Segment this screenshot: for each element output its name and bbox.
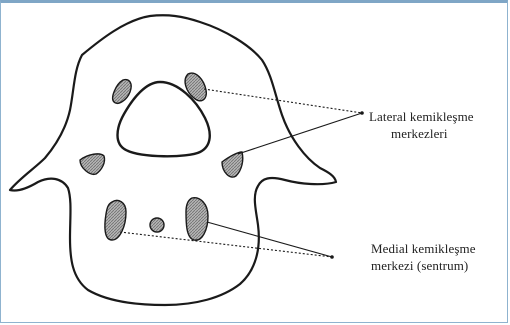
medial-ossification-label: Medial kemikleşme <box>371 241 476 256</box>
leader-dot-medial <box>330 255 334 259</box>
leader-dot-lateral <box>360 111 364 115</box>
medial-ossification-right <box>186 198 208 241</box>
medial-ossification-label-line2: merkezi (sentrum) <box>371 258 468 273</box>
lateral-ossification-label-line2: merkezleri <box>391 126 448 141</box>
lateral-ossification-label: Lateral kemikleşme <box>369 109 474 124</box>
vertebra-outline <box>10 15 336 305</box>
medial-ossification-center-dot <box>150 218 164 232</box>
